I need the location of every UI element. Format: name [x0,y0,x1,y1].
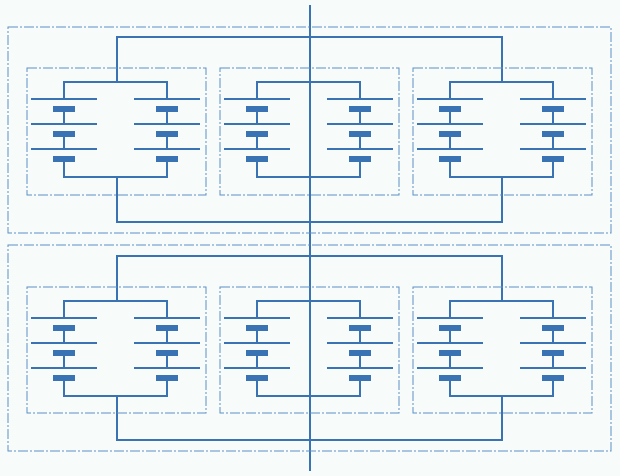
module-bottom-wire [256,378,361,397]
cell-negative-plate [246,375,268,381]
cell-negative-plate [542,156,564,162]
group-top-bus [116,255,503,301]
module-bottom-wire [63,159,168,178]
module-top-wire [63,81,168,99]
cell-negative-plate [156,375,178,381]
module-frame [26,67,207,196]
group-frame [7,244,612,452]
cell-negative-plate [542,375,564,381]
module-top-wire [449,81,554,99]
module-top-wire [256,300,361,318]
module-frame [412,286,593,414]
group-2 [7,244,612,452]
module-1 [26,286,207,414]
module-bottom-wire [256,159,361,178]
module-bottom-wire [449,378,554,397]
cell-negative-plate [53,375,75,381]
module-3 [412,286,593,414]
group-bottom-bus [116,396,503,441]
module-top-wire [63,300,168,318]
group-bottom-bus [116,177,503,223]
module-frame [412,67,593,196]
cell-negative-plate [53,156,75,162]
module-bottom-wire [449,159,554,178]
module-top-wire [256,81,361,99]
cell-negative-plate [439,375,461,381]
module-bottom-wire [63,378,168,397]
group-frame [7,26,612,234]
cell-negative-plate [439,156,461,162]
module-2 [219,286,400,414]
cell-negative-plate [156,156,178,162]
group-top-bus [116,36,503,82]
module-3 [412,67,593,196]
cell-negative-plate [349,375,371,381]
module-2 [219,67,400,196]
module-top-wire [449,300,554,318]
module-1 [26,67,207,196]
cell-negative-plate [246,156,268,162]
module-frame [219,286,400,414]
group-1 [7,26,612,234]
cell-negative-plate [349,156,371,162]
module-frame [219,67,400,196]
module-frame [26,286,207,414]
